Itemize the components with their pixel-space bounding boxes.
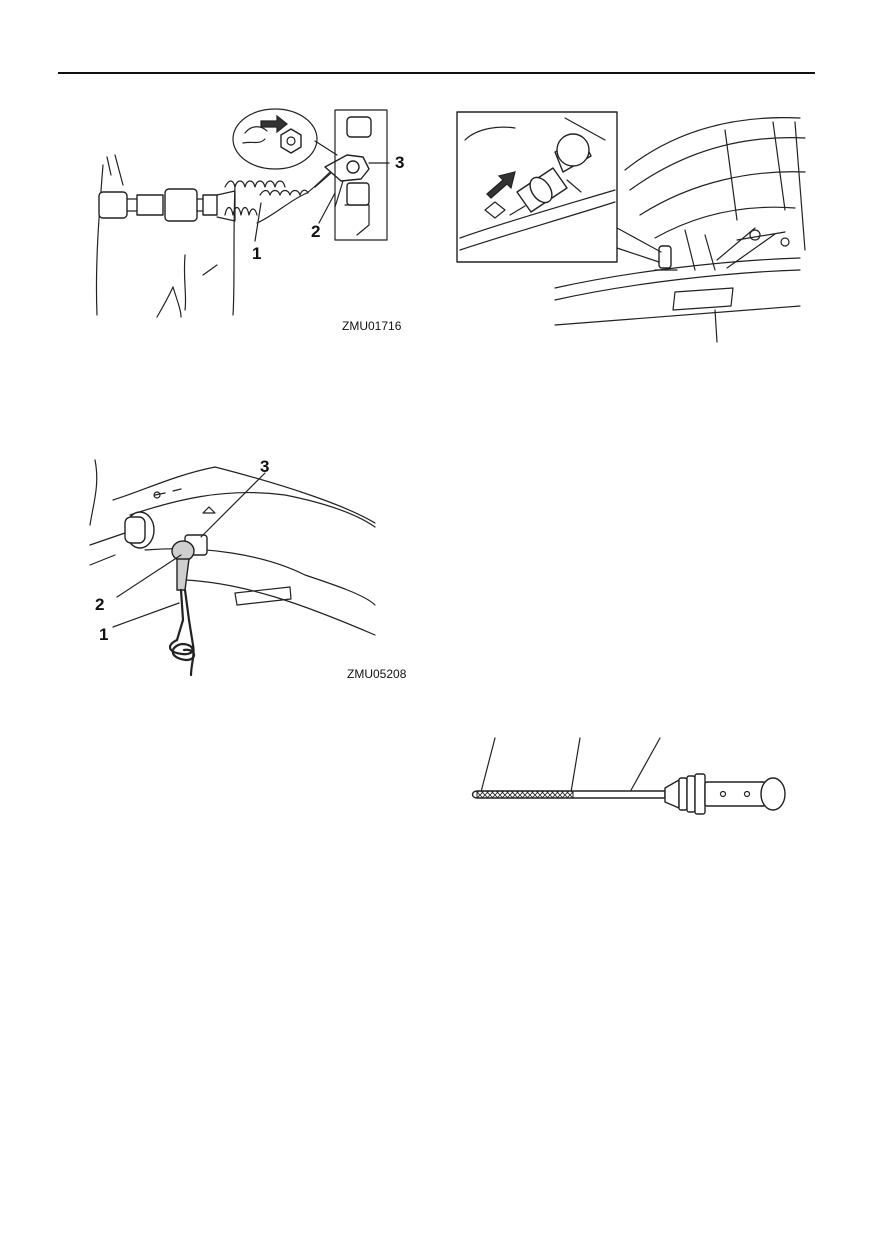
coiled-lanyard	[169, 588, 196, 677]
engine-clip-drawing	[456, 111, 806, 343]
belt-lanyard-drawing	[95, 108, 390, 318]
coiled-lanyard	[224, 170, 332, 224]
callout-2: 2	[95, 595, 105, 614]
figure-engine-clip	[455, 110, 815, 350]
callout-2: 2	[311, 222, 321, 241]
detail-inset	[232, 108, 318, 170]
callout-1: 1	[252, 244, 262, 263]
callout-3: 3	[395, 153, 405, 172]
push-arrow-icon	[486, 171, 516, 199]
callout-3: 3	[260, 457, 270, 476]
tiller-lanyard-drawing	[89, 459, 376, 677]
tighten-arrow-icon	[260, 114, 288, 134]
header-rule	[58, 72, 815, 74]
figure-tiller-lanyard: 1 2 3 ZMU05208	[85, 455, 425, 685]
figure-code: ZMU05208	[347, 667, 407, 681]
figure-dipstick	[465, 730, 795, 820]
callout-1: 1	[99, 625, 109, 644]
figure-code: ZMU01716	[342, 319, 402, 333]
dipstick-level-band	[476, 790, 574, 799]
figure-belt-lanyard: 1 2 3 ZMU01716	[85, 95, 425, 345]
dipstick-drawing	[471, 737, 786, 815]
